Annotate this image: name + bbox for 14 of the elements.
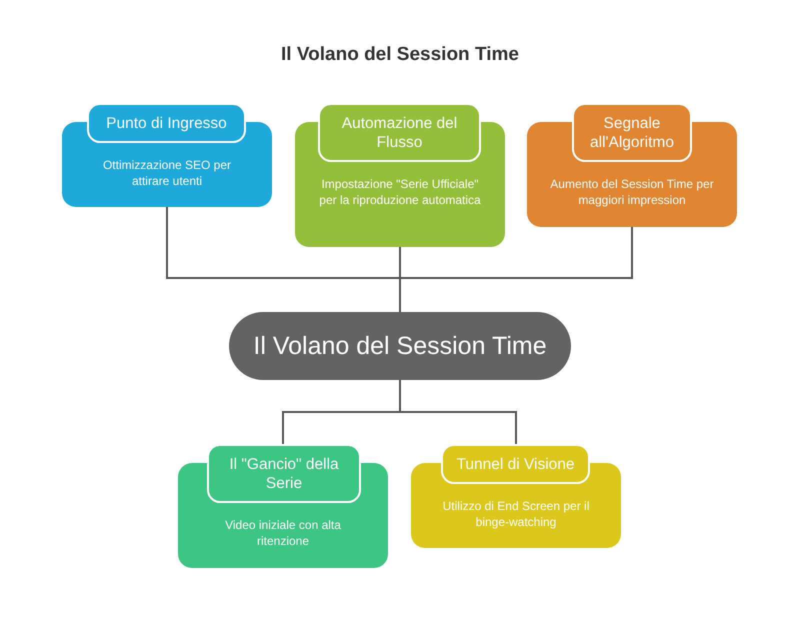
card-description: Ottimizzazione SEO per attirare utenti — [102, 157, 232, 189]
central-pill: Il Volano del Session Time — [229, 312, 571, 380]
card-description: Impostazione "Serie Ufficiale" per la riproduzione automatica — [318, 176, 482, 208]
card-description: Utilizzo di End Screen per il binge-watching — [442, 498, 590, 530]
connector-line — [399, 380, 517, 444]
card-description: Aumento del Session Time per maggiori impression — [549, 176, 715, 208]
connector-line — [399, 227, 633, 312]
card-heading: Punto di Ingresso — [105, 114, 228, 134]
card-description: Video iniziale con alta ritenzione — [224, 517, 342, 549]
card-heading: Automazione del Flusso — [340, 114, 458, 152]
card-heading: Tunnel di Visione — [455, 454, 576, 474]
diagram-title: Il Volano del Session Time — [280, 44, 520, 66]
card-heading: Segnale all'Algoritmo — [589, 114, 675, 152]
card-heading: Il "Gancio" della Serie — [228, 454, 340, 494]
